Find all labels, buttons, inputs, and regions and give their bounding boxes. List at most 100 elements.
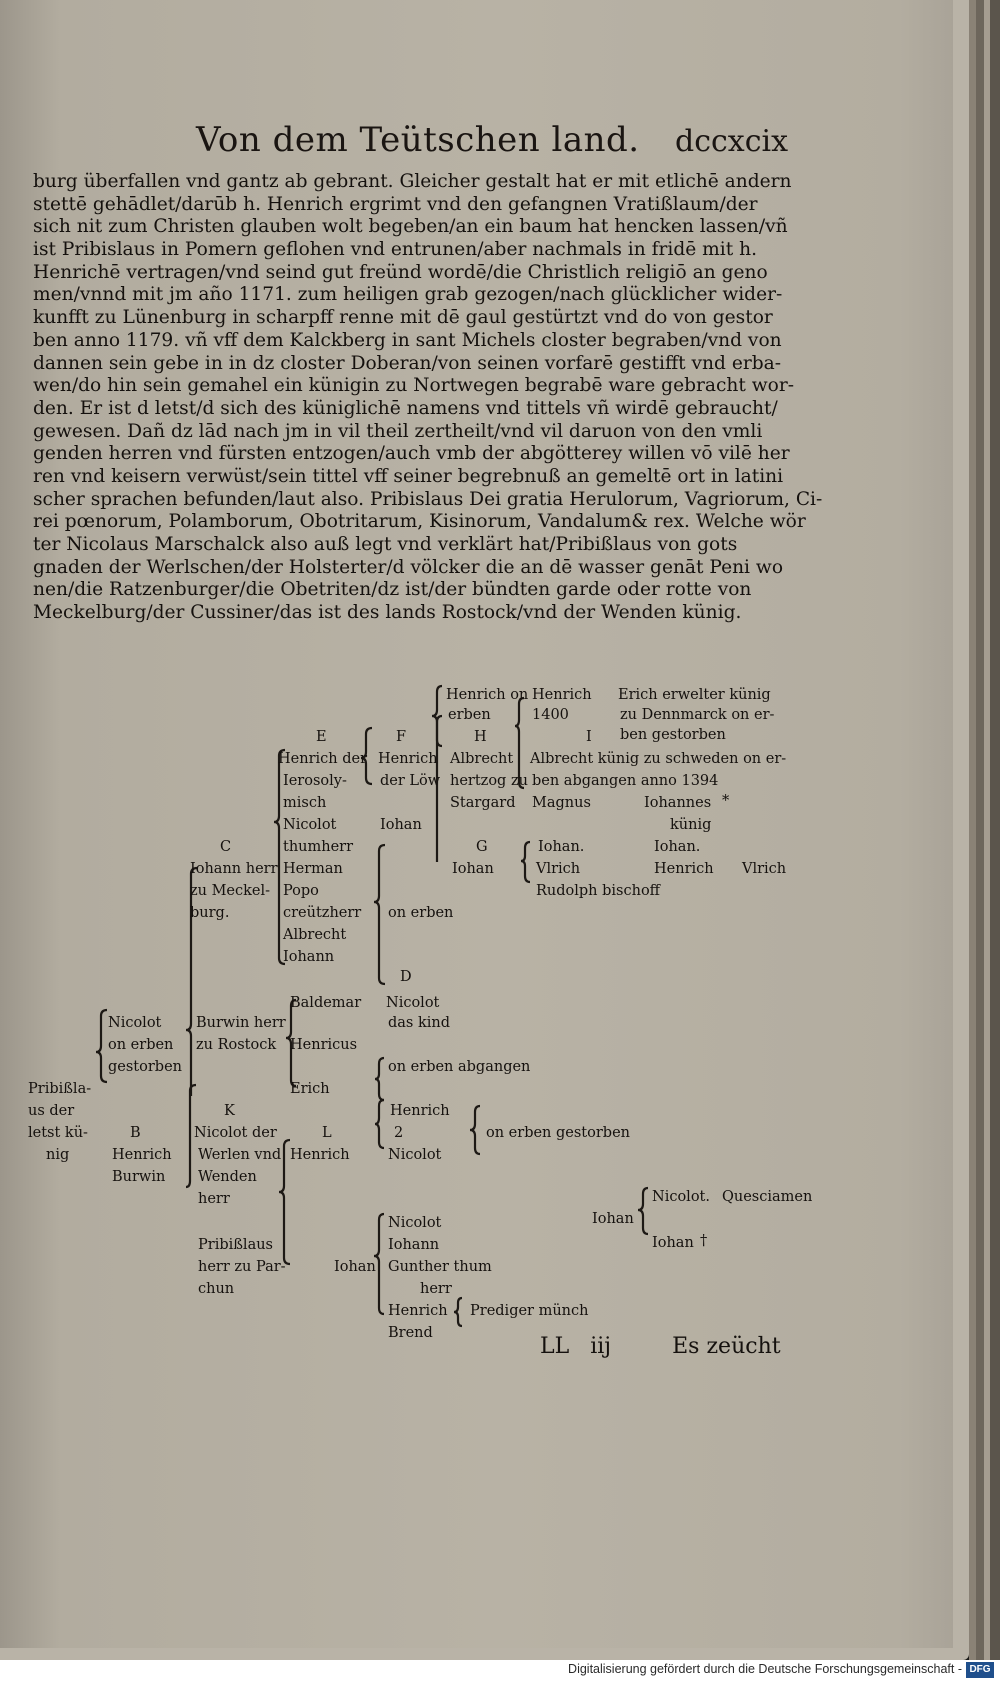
genealogy-label: Nicolot — [108, 1015, 162, 1031]
folio-number: dccxcix — [675, 124, 789, 159]
genealogy-label: Henrich on — [446, 687, 529, 703]
genealogy-label: hertzog zu — [450, 773, 528, 789]
text-line: burg überfallen vnd gantz ab gebrant. Gl… — [33, 171, 792, 192]
genealogy-label: Magnus — [532, 795, 591, 811]
genealogy-letter: D — [400, 969, 412, 985]
digitization-footer: Digitalisierung gefördert durch die Deut… — [0, 1660, 1000, 1681]
text-line: stettē gehādlet/darūb h. Henrich ergrimt… — [33, 193, 758, 215]
genealogy-label: ben gestorben — [620, 727, 726, 743]
genealogy-label: misch — [283, 795, 327, 811]
body-text: burg überfallen vnd gantz ab gebrant. Gl… — [33, 171, 823, 625]
genealogy-label: ben abgangen anno 1394 — [532, 773, 719, 789]
genealogy-label: nig — [46, 1147, 70, 1163]
text-line: gewesen. Dañ dz lād nach jm in vil theil… — [33, 420, 763, 442]
text-line: ben anno 1179. vñ vff dem Kalckberg in s… — [33, 329, 782, 351]
text-line: rei pœnorum, Polamborum, Obotritarum, Ki… — [33, 511, 806, 533]
text-line: Henrichē vertragen/vnd seind gut freünd … — [33, 261, 768, 283]
genealogy-label: das kind — [388, 1015, 451, 1031]
text-line: kunfft zu Lünenburg in scharpff renne mi… — [33, 307, 773, 329]
text-line: den. Er ist d letst/d sich des küniglich… — [33, 397, 778, 419]
genealogy-label: Nicolot — [283, 817, 337, 833]
genealogy-label: on erben gestorben — [486, 1125, 630, 1141]
genealogy-label: Iohan. — [538, 839, 585, 855]
genealogy-label: Iohan — [592, 1211, 634, 1227]
genealogy-label: burg. — [190, 905, 230, 921]
text-line: gnaden der Werlschen/der Holsterter/d vö… — [33, 556, 784, 578]
genealogy-letter: G — [476, 839, 488, 855]
footer-credit: Digitalisierung gefördert durch die Deut… — [568, 1662, 962, 1676]
genealogy-label: Iohann — [283, 949, 335, 965]
genealogy-label: † — [700, 1233, 708, 1249]
genealogy-letter: H — [474, 729, 487, 745]
genealogy-label: on erben abgangen — [388, 1059, 531, 1075]
text-line: genden herren vnd fürsten entzogen/auch … — [33, 443, 790, 465]
genealogy-label: Iohan — [452, 861, 494, 877]
genealogy-label: Werlen vnd — [198, 1147, 282, 1163]
genealogy-label: erben — [448, 707, 491, 723]
genealogy-label: 2 — [394, 1125, 404, 1141]
genealogy-label: künig — [670, 817, 712, 833]
genealogy-label: Albrecht künig zu schweden on er- — [530, 751, 787, 767]
genealogy-label: thumherr — [283, 839, 354, 855]
genealogy-label: Iohan — [334, 1259, 376, 1275]
signature-line: LL iij Es zeücht — [540, 1334, 795, 1359]
signature-number: iij — [590, 1334, 612, 1359]
genealogy-label: Henrich — [378, 751, 438, 767]
genealogy-label: Stargard — [450, 795, 516, 811]
genealogy-label: Henrich — [388, 1303, 448, 1319]
genealogy-label: chun — [198, 1281, 235, 1297]
genealogy-label: Iohan — [380, 817, 422, 833]
genealogy-label: Quesciamen — [722, 1189, 813, 1205]
genealogy-label: zu Rostock — [196, 1037, 277, 1053]
genealogy-label: Burwin herr — [196, 1015, 286, 1031]
genealogy-letter: L — [322, 1125, 332, 1141]
signature-mark: LL — [540, 1334, 570, 1359]
text-line: men/vnnd mit jm año 1171. zum heiligen g… — [33, 284, 783, 306]
book-page: Von dem Teütschen land. dccxcix burg übe… — [0, 0, 969, 1660]
genealogy-label: herr — [198, 1191, 230, 1207]
genealogy-label: Iohan. — [654, 839, 701, 855]
genealogy-label: on erben — [388, 905, 454, 921]
genealogy-label: Baldemar — [290, 995, 362, 1011]
text-line: ter Nicolaus Marschalck also auß legt vn… — [33, 534, 738, 555]
genealogy-label: Nicolot — [386, 995, 440, 1011]
genealogy-label: Iohan — [652, 1235, 694, 1251]
genealogy-letter: K — [224, 1103, 235, 1119]
text-line: wen/do hin sein gemahel ein künigin zu N… — [33, 375, 795, 397]
genealogy-label: Wenden — [198, 1169, 257, 1185]
genealogy-letter: E — [316, 729, 327, 745]
genealogy-label: Henrich — [390, 1103, 450, 1119]
genealogy-label: * — [722, 793, 730, 809]
genealogy-label: Iohann — [388, 1237, 440, 1253]
text-line: scher sprachen befunden/laut also. Pribi… — [33, 488, 823, 510]
genealogy-label: Henrich — [290, 1147, 350, 1163]
genealogy-label: Iohann herr — [190, 861, 278, 877]
genealogy-label: letst kü- — [28, 1125, 88, 1141]
genealogy-label: Rudolph bischoff — [536, 883, 660, 899]
catchword: Es zeücht — [672, 1334, 781, 1359]
genealogy-label: Prediger münch — [470, 1303, 589, 1319]
genealogy-label: zu Meckel- — [190, 883, 271, 899]
genealogy-label: on erben — [108, 1037, 174, 1053]
genealogy-label: Vlrich — [742, 861, 787, 877]
genealogy-label: creützherr — [283, 905, 362, 921]
genealogy-label: Henricus — [290, 1037, 358, 1053]
text-line: sich nit zum Christen glauben wolt begeb… — [33, 216, 788, 238]
genealogy-label: Ierosoly- — [283, 773, 347, 789]
genealogy-label: Nicolot der — [194, 1125, 277, 1141]
genealogy-letter: B — [130, 1125, 141, 1141]
genealogy-label: 1400 — [532, 707, 569, 723]
genealogy-label: Iohannes — [644, 795, 712, 811]
dfg-logo-icon[interactable]: DFG — [966, 1662, 994, 1678]
genealogy-label: Albrecht — [450, 751, 514, 767]
genealogy-label: herr — [420, 1281, 452, 1297]
text-line: ist Pribislaus in Pomern geflohen vnd en… — [33, 239, 758, 261]
genealogy-label: Nicolot — [388, 1215, 442, 1231]
genealogy-label: Albrecht — [283, 927, 347, 943]
genealogy-label: Pribißla- — [28, 1081, 92, 1097]
genealogy-label: Vlrich — [536, 861, 581, 877]
genealogy-label: us der — [28, 1103, 75, 1119]
genealogy-label: Pribißlaus — [198, 1237, 273, 1253]
genealogy-label: Henrich — [532, 687, 592, 703]
text-line: nen/die Ratzenburger/die Obetriten/dz is… — [33, 579, 752, 601]
